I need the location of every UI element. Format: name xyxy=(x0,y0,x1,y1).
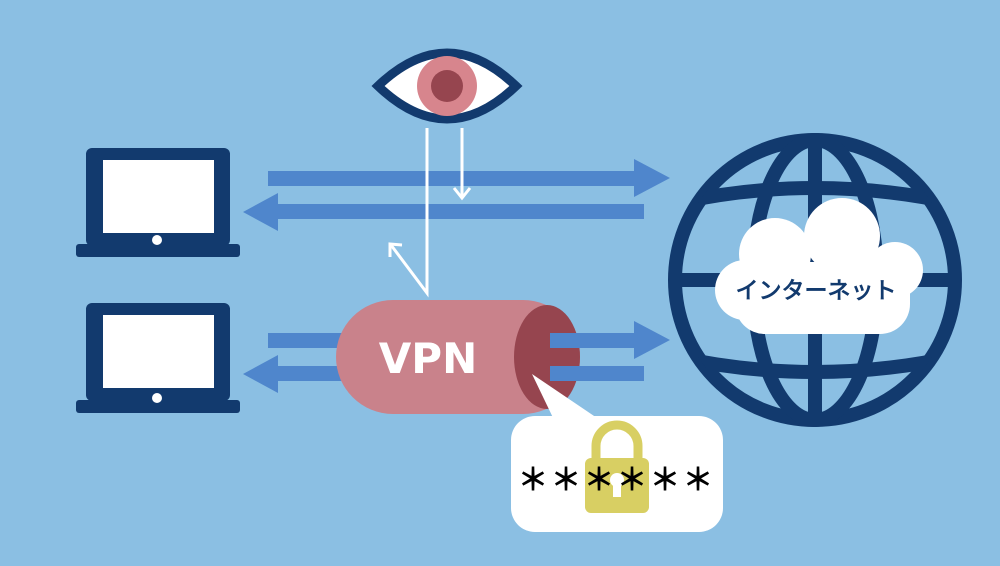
eye-icon xyxy=(371,48,523,124)
arrow-bottom-in-right xyxy=(550,366,644,381)
vpn-tunnel xyxy=(336,300,580,414)
laptop-icon-bottom xyxy=(76,303,240,413)
arrow-bottom-out-right xyxy=(550,321,670,359)
arrow-top-from-internet xyxy=(243,193,644,231)
lock-icon xyxy=(585,420,649,513)
laptop-icon-top xyxy=(76,148,240,257)
arrow-bottom-out-left xyxy=(268,333,343,348)
internet-label: インターネット xyxy=(736,278,897,304)
password-mask: ＊＊＊＊＊＊ xyxy=(518,463,716,498)
eavesdrop-lines xyxy=(388,128,472,298)
arrow-bottom-in-left xyxy=(243,355,343,393)
arrow-top-to-internet xyxy=(268,159,670,197)
vpn-label: VPN xyxy=(379,334,477,383)
cloud-icon xyxy=(715,198,923,334)
